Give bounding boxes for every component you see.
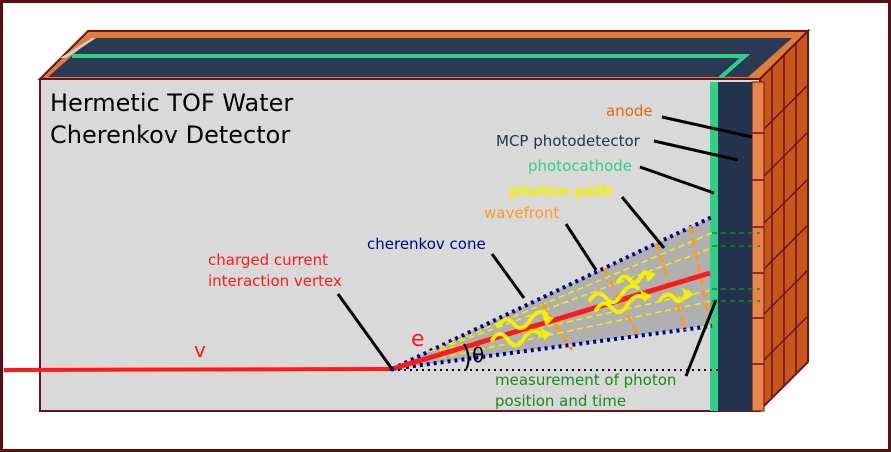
anode-pad-dividers: [752, 132, 764, 365]
vertex-label-line-2: interaction vertex: [208, 272, 342, 290]
anode-label: anode: [606, 102, 653, 120]
electron-label: e: [411, 327, 425, 352]
theta-arc: [463, 343, 470, 371]
measurement-label-line-1: measurement of photon: [495, 371, 676, 389]
photon-wiggle-2: [496, 310, 548, 331]
vertex-leader: [336, 293, 394, 370]
wavefront-leader: [564, 223, 598, 271]
photon-arrowheads: [540, 270, 694, 340]
vertex-label-line-1: charged current: [208, 251, 328, 269]
photon-path-label: photon path: [509, 182, 613, 200]
detector-top-highlight: [60, 38, 96, 58]
theta-label: θ: [472, 343, 484, 367]
mcp-photodetector-label: MCP photodetector: [496, 132, 641, 150]
title-line-1: Hermetic TOF Water: [50, 89, 293, 117]
measurement-leader: [684, 299, 718, 377]
photons: [490, 270, 690, 348]
mcp-leader: [653, 139, 739, 162]
cone-leader: [490, 253, 526, 299]
photocathode-leader: [639, 165, 715, 195]
cherenkov-cone-lower-edge: [391, 324, 713, 371]
photon-wiggle-3: [588, 284, 640, 305]
measurement-label-line-2: position and time: [495, 392, 626, 410]
photon-wiggle-6: [616, 270, 646, 285]
measurement-guides: [712, 232, 760, 302]
cherenkov-cone-label: cherenkov cone: [367, 235, 486, 253]
photon-wiggle-4: [594, 294, 646, 315]
title-line-2: Cherenkov Detector: [50, 121, 290, 149]
leader-lines: [336, 115, 753, 377]
photon-wiggle-5: [658, 290, 690, 303]
photocathode-label: photocathode: [528, 157, 632, 175]
anode-leader: [661, 115, 753, 139]
anode-grid: [759, 43, 809, 398]
neutrino-track: [3, 367, 393, 372]
wavefront-label: wavefront: [484, 204, 559, 222]
photon-wiggle-1: [490, 328, 542, 348]
photon-path-leader: [620, 196, 666, 249]
photocathode-top-edge: [72, 54, 751, 80]
neutrino-label: v: [194, 338, 206, 362]
photon-path-lines: [429, 232, 713, 359]
